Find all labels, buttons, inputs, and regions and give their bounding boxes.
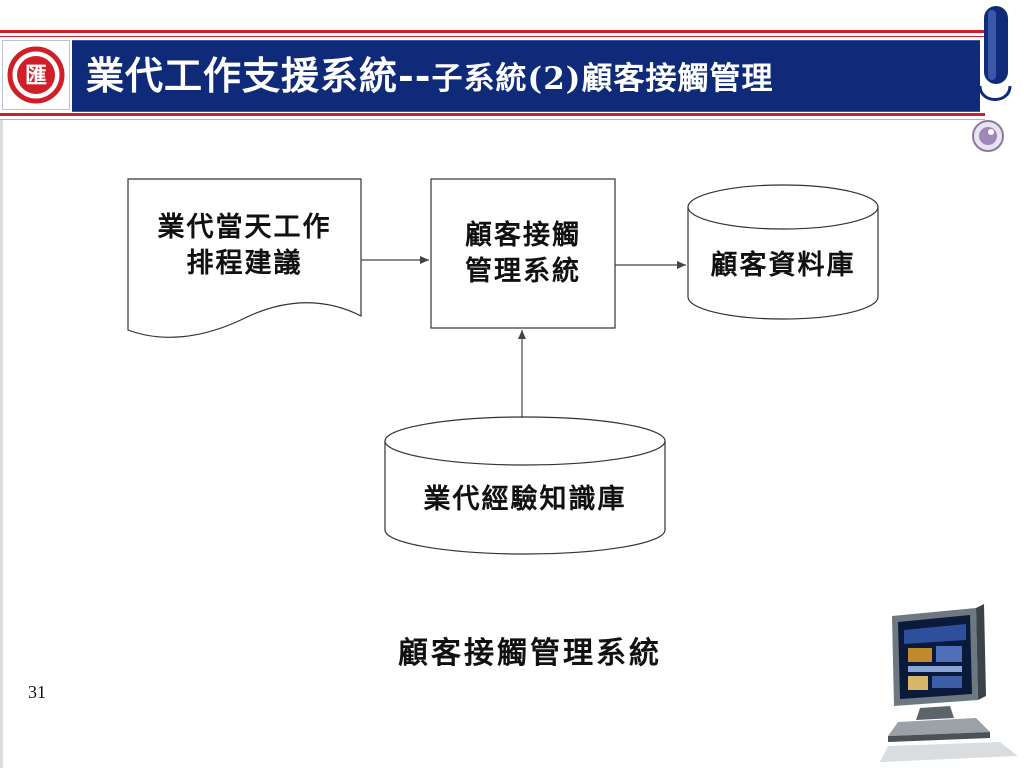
document-shape [127, 178, 362, 338]
process-label-line2: 管理系統 [465, 256, 581, 287]
document-label-line2: 排程建議 [186, 248, 303, 279]
page-title: 業代工作支援系統--子系統(2)顧客接觸管理 [86, 48, 773, 104]
title-red-line-top [0, 30, 985, 33]
title-red-line-bottom [0, 113, 985, 116]
page-title-sub: 子系統(2)顧客接觸管理 [431, 61, 774, 97]
company-logo-icon: 匯 [7, 46, 65, 104]
logo-glyph: 匯 [25, 64, 47, 89]
logo-box: 匯 [2, 40, 70, 110]
process-label-line1: 顧客接觸 [465, 220, 581, 251]
title-red-line-thin-top [0, 36, 985, 37]
corner-decoration-icon [972, 6, 1012, 152]
document-label: 業代當天工作 排程建議 [128, 210, 361, 282]
process-box [430, 178, 616, 329]
page-title-main: 業代工作支援系統-- [86, 53, 432, 98]
title-bar [72, 40, 980, 112]
knowledge-db-label: 業代經驗知識庫 [385, 482, 665, 518]
customer-db-label: 顧客資料庫 [688, 248, 878, 284]
diagram-caption: 顧客接觸管理系統 [398, 636, 662, 671]
knowledge-db-cylinder [384, 416, 666, 555]
left-border [0, 120, 3, 768]
process-label: 顧客接觸 管理系統 [431, 218, 615, 290]
document-label-line1: 業代當天工作 [157, 212, 332, 243]
title-red-line-thin-bottom [0, 119, 985, 120]
customer-db-cylinder [687, 184, 879, 320]
customer-db-label-text: 顧客資料庫 [710, 250, 856, 281]
page-number: 31 [28, 682, 46, 702]
monitor-icon [880, 604, 1018, 762]
knowledge-db-label-text: 業代經驗知識庫 [423, 484, 627, 515]
